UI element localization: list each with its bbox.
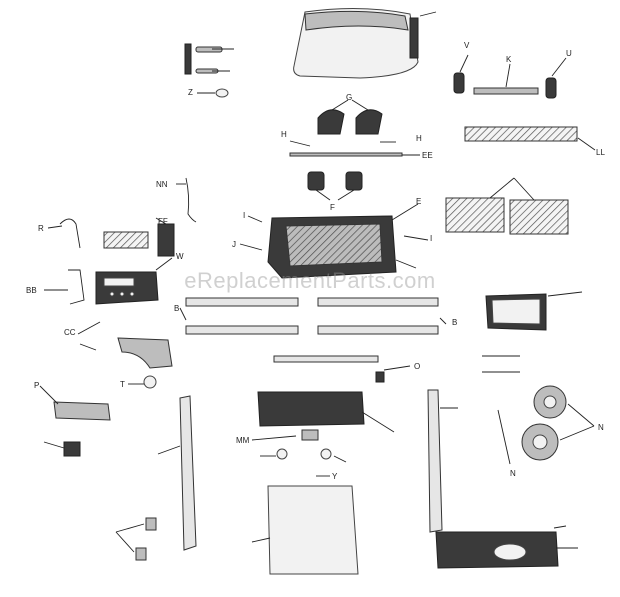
side-accessories xyxy=(47,177,197,257)
warming-rack xyxy=(464,126,596,151)
casters xyxy=(115,517,157,561)
right-rods xyxy=(482,355,520,373)
label-n-upper: N xyxy=(598,423,604,432)
side-handle xyxy=(44,269,85,305)
label-n-lower: N xyxy=(510,469,516,478)
label-ee: EE xyxy=(422,151,433,160)
frame-rails xyxy=(179,297,447,335)
label-bb: BB xyxy=(26,286,37,295)
label-w: W xyxy=(176,252,184,261)
label-f: F xyxy=(330,203,335,212)
burners-f xyxy=(307,171,363,201)
label-r: R xyxy=(38,224,44,233)
label-t: T xyxy=(120,380,125,389)
label-u: U xyxy=(566,49,572,58)
flame-tamers-g xyxy=(317,99,383,135)
label-ff: FF xyxy=(158,217,168,226)
label-h-right: H xyxy=(416,134,422,143)
label-j: J xyxy=(232,240,236,249)
label-z: Z xyxy=(188,88,193,97)
label-cc: CC xyxy=(64,328,76,337)
small-parts-left xyxy=(39,321,173,457)
manifold xyxy=(273,355,411,383)
wheels xyxy=(497,385,595,465)
hardware-bolts xyxy=(184,43,234,98)
label-p: P xyxy=(34,381,39,390)
label-h-left: H xyxy=(281,130,287,139)
cart-door xyxy=(251,485,359,575)
label-b-left: B xyxy=(174,304,179,313)
firebox xyxy=(239,203,429,279)
label-nn: NN xyxy=(156,180,168,189)
label-mm: MM xyxy=(236,436,250,445)
label-g: G xyxy=(346,93,352,102)
lid-handle-parts xyxy=(453,54,567,99)
label-k: K xyxy=(506,55,512,64)
control-panel xyxy=(95,257,173,305)
label-y: Y xyxy=(332,472,338,481)
label-e: E xyxy=(416,197,421,206)
label-i-left: I xyxy=(243,211,245,220)
label-b-right: B xyxy=(452,318,457,327)
cooking-grates xyxy=(445,177,569,235)
grill-lid xyxy=(293,7,437,79)
rod-assembly xyxy=(289,140,420,157)
cart-side-panels xyxy=(157,389,458,551)
right-side-shelf xyxy=(485,291,583,331)
cart-front-panel xyxy=(251,391,395,477)
label-v: V xyxy=(464,41,470,50)
label-ll: LL xyxy=(596,148,605,157)
bottom-shelf xyxy=(435,525,578,569)
label-o: O xyxy=(414,362,420,371)
label-i-right: I xyxy=(430,234,432,243)
